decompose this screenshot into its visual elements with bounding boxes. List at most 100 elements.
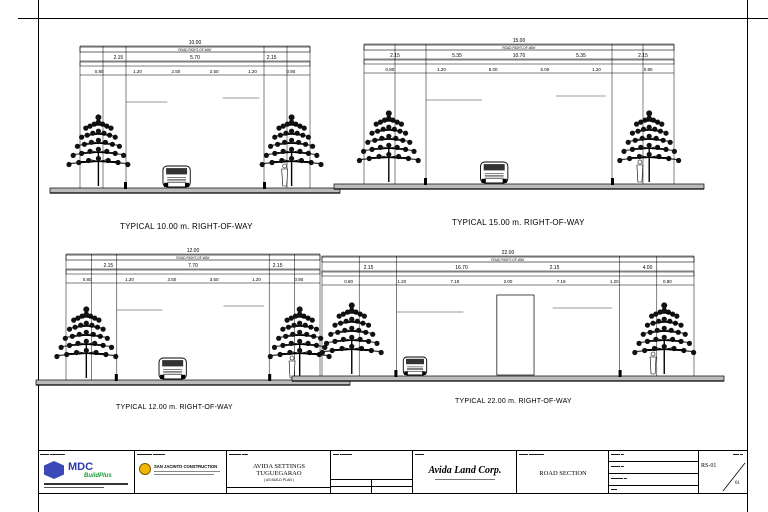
pavement: [49, 187, 341, 194]
info-row: [609, 485, 699, 486]
tree-foliage: [632, 349, 638, 356]
tree-branch: [299, 325, 317, 329]
tree-branch: [291, 161, 322, 164]
tree-foliage: [284, 121, 290, 127]
tb-cell-info: ▬▬▬ ▬ ▬▬▬ ▬ ▬▬▬▬ ▬ ▬▬: [608, 451, 699, 494]
car-windshield: [406, 358, 424, 365]
tree-foliage: [661, 343, 667, 350]
tree-foliage: [638, 144, 644, 150]
tree-branch: [388, 157, 419, 160]
tree-foliage: [374, 340, 380, 346]
tree-foliage: [269, 159, 275, 166]
car-windshield: [162, 360, 184, 367]
total-width-label: 10.00: [189, 40, 202, 46]
car-wheel: [404, 371, 408, 375]
sheet-of: 01: [735, 481, 740, 486]
tree-top: [661, 302, 668, 309]
tb-header: ▬▬▬ ▬: [611, 452, 624, 456]
tree-foliage: [285, 324, 292, 330]
tree-foliage: [79, 134, 85, 140]
car-windshield: [483, 164, 505, 171]
tree-foliage: [108, 125, 114, 131]
tree-foliage: [356, 157, 362, 164]
drawing-sheet: [38, 18, 748, 494]
tree-foliage: [272, 134, 278, 140]
tree-foliage: [617, 157, 623, 164]
fine-width-label: 5.00: [540, 67, 549, 72]
fine-width-label: 0.80: [663, 279, 672, 284]
tree: [617, 110, 682, 182]
tree-foliage: [369, 146, 375, 152]
tree-foliage: [112, 134, 118, 140]
tree: [66, 114, 131, 186]
tree-foliage: [378, 349, 384, 356]
fine-width-label: 0.80: [95, 69, 104, 74]
tree-branch: [388, 147, 415, 151]
total-width-label: 22.00: [502, 250, 515, 256]
fine-width-label: 2.00: [504, 279, 513, 284]
tree-foliage: [276, 125, 282, 131]
tree-top: [296, 306, 303, 313]
tree-branch: [291, 133, 309, 137]
pedestrian-body: [636, 164, 644, 183]
pavement: [291, 375, 725, 382]
fine-width-label: 2.50: [171, 69, 180, 74]
approval-divider: [371, 479, 372, 494]
tree-foliage: [319, 349, 325, 356]
tree-foliage: [277, 351, 283, 358]
pavement: [333, 183, 705, 190]
tree-foliage: [377, 119, 383, 125]
info-row: [609, 473, 699, 474]
tree-foliage: [280, 148, 286, 154]
tree-branch: [299, 334, 321, 338]
tree-branch: [649, 157, 679, 160]
tree-foliage: [361, 148, 367, 154]
tree-foliage: [640, 331, 646, 337]
tree: [356, 110, 421, 182]
sub-band: [65, 269, 321, 275]
corner-mark-tl-h: [18, 18, 38, 19]
car-wheel: [481, 178, 486, 183]
tb-cell-project: ▬▬▬▬ ▬▬ AVIDA SETTINGS TUGUEGARAO ( AS B…: [226, 451, 331, 494]
tree-foliage: [279, 157, 285, 164]
info-label: ▬▬▬ ▬: [611, 464, 624, 468]
tree-branch: [86, 325, 104, 329]
tree-foliage: [73, 349, 80, 356]
tree-branch: [299, 343, 325, 347]
tree-foliage: [657, 309, 663, 315]
median: [496, 294, 535, 376]
sub-width-label: 5.35: [576, 53, 586, 59]
tree-foliage: [361, 313, 367, 319]
tree-foliage: [116, 143, 122, 149]
tree-top: [95, 114, 102, 121]
fine-width-label: 5.00: [489, 67, 498, 72]
tree-branch: [664, 330, 686, 334]
tree-foliage: [621, 148, 627, 154]
tree-foliage: [100, 326, 106, 332]
car: [480, 161, 509, 184]
sub-width-label: 2.15: [103, 263, 113, 269]
tree-foliage: [349, 343, 355, 350]
tree-foliage: [83, 347, 89, 354]
sub-width-label: 5.70: [190, 55, 200, 61]
tree-foliage: [90, 130, 96, 136]
row-label: ROAD RIGHT-OF-WAY: [491, 258, 525, 262]
tree-foliage: [380, 126, 386, 132]
fine-width-label: 0.80: [294, 277, 303, 282]
tb-header: ▬▬▬: [415, 452, 424, 456]
tree-foliage: [629, 130, 636, 136]
tree-foliage: [84, 132, 90, 138]
tree-foliage: [79, 313, 85, 319]
tree-top: [288, 114, 295, 121]
sub-width-label: 7.70: [188, 263, 198, 269]
fine-width-label: 7.19: [450, 279, 459, 284]
tree-foliage: [642, 347, 648, 354]
caption-15m: TYPICAL 15.00 m. RIGHT-OF-WAY: [452, 218, 585, 227]
tb-cell-sheet-title: ▬▬▬ ▬▬▬▬▬ ROAD SECTION: [516, 451, 608, 494]
sub-width-label: 16.70: [455, 265, 468, 271]
tree-foliage: [337, 320, 344, 326]
